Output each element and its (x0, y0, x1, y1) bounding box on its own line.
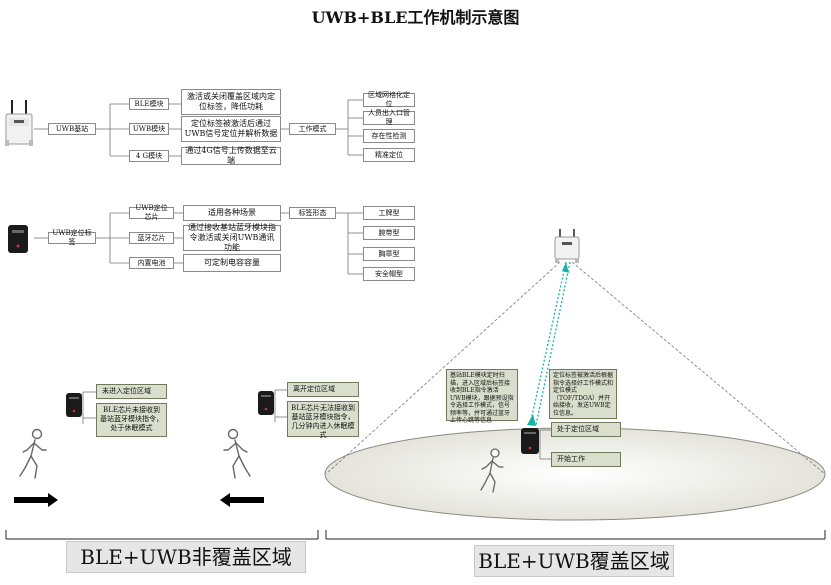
tag-battery-desc: 可定制电容容量 (183, 254, 281, 272)
scenario3-status: 处于定位区域 (551, 422, 621, 437)
signal-link (527, 261, 571, 426)
tag-form-wristband: 腕带型 (363, 226, 415, 240)
station-4g-desc: 通过4G信号上传数据至云端 (181, 146, 281, 165)
zone-label-non-coverage: BLE+UWB非覆盖区域 (66, 541, 306, 573)
work-mode-label: 工作模式 (289, 123, 336, 135)
uwb-tag-root: UWB定位标签 (48, 229, 96, 246)
tag-form-badge: 工牌型 (363, 206, 415, 220)
station-ble-desc: 激活或关闭覆盖区域内定位标签，降低功耗 (181, 89, 281, 115)
tag-module-bluetooth-chip: 蓝牙芯片 (129, 232, 174, 244)
coverage-base-station-icon (554, 229, 580, 263)
scenario3-ble-note: 基站BLE模块定时扫描，进入区域后标签接收到BLE指令激活UWB模块，跟据预设指… (446, 369, 518, 424)
scenario3-uwb-note: 定位标签被激活后根据指令选择好工作模式和定位模式（TOF/TDOA）并开始接收，… (549, 369, 617, 419)
walking-person-icon (223, 428, 251, 479)
scenario1-note: BLE芯片未接收到基站蓝牙模块指令，处于休眠模式 (96, 403, 167, 437)
scenario2-tag-icon (258, 391, 274, 415)
tag-form-helmet: 安全帽型 (363, 267, 415, 281)
scenario2-note: BLE芯片无法接收到基站蓝牙模块指令，几分钟内进入休眠模式 (287, 401, 359, 439)
scenario1-tag-icon (66, 393, 82, 417)
station-module-uwb: UWB模块 (129, 123, 169, 135)
coverage-cone (325, 261, 826, 475)
scenario3-action: 开始工作 (551, 452, 621, 467)
tag-form-label: 标签形态 (289, 207, 336, 219)
mode-entrance-management: 人员出入口管理 (363, 109, 415, 126)
tree-connectors (34, 99, 551, 460)
zone-label-coverage: BLE+UWB覆盖区域 (474, 545, 674, 577)
zone-braces (5, 530, 826, 540)
tag-module-uwb-chip: UWB定位芯片 (129, 204, 174, 221)
tag-module-battery: 内置电池 (129, 257, 174, 269)
mode-presence-detection: 存在性检测 (363, 129, 415, 143)
scenario1-status: 未进入定位区域 (96, 384, 167, 399)
tag-uwb-chip-desc: 适用各种场景 (183, 205, 281, 221)
mode-grid-positioning: 区域网格化定位 (363, 91, 415, 108)
uwb-tag-device-icon (8, 225, 28, 253)
walk-arrows (14, 493, 264, 507)
scenario3-tag-icon (521, 428, 539, 454)
walking-person-icon (19, 428, 47, 479)
tag-bluetooth-desc: 通过接收基站蓝牙模块指令激活或关闭UWB通讯功能 (183, 223, 281, 252)
coverage-ellipse (324, 427, 826, 521)
station-module-4g: 4 G模块 (129, 150, 169, 162)
scenario2-status: 离开定位区域 (287, 382, 359, 397)
station-module-ble: BLE模块 (129, 98, 169, 110)
uwb-station-device-icon (5, 100, 33, 146)
station-uwb-desc: 定位标签被激活后通过UWB信号定位并解析数据 (181, 116, 281, 142)
walking-person-icon (480, 448, 504, 493)
uwb-station-root: UWB基站 (48, 123, 96, 135)
page-title: UWB+BLE工作机制示意图 (311, 8, 520, 27)
mode-precise-positioning: 精准定位 (363, 148, 415, 162)
tag-form-chest-badge: 胸章型 (363, 247, 415, 261)
